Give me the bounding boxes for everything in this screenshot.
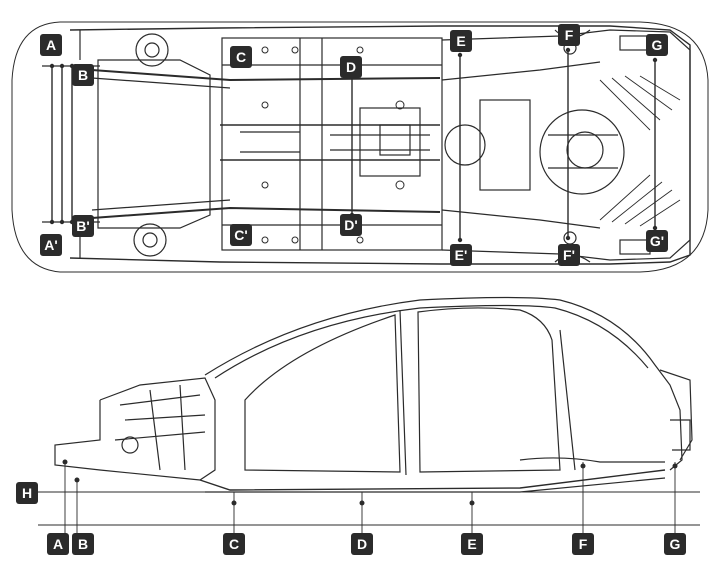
- label-d-prime: D': [340, 214, 362, 236]
- label-f: F: [558, 24, 580, 46]
- label-e: E: [450, 30, 472, 52]
- label-e-prime: E': [450, 244, 472, 266]
- label-b-prime: B': [72, 215, 94, 237]
- side-label-b: B: [72, 533, 94, 555]
- label-h: H: [16, 482, 38, 504]
- label-c-prime: C': [230, 224, 252, 246]
- label-a-prime: A': [40, 234, 62, 256]
- side-label-e: E: [461, 533, 483, 555]
- side-label-c: C: [223, 533, 245, 555]
- side-label-a: A: [47, 533, 69, 555]
- side-label-g: G: [664, 533, 686, 555]
- label-d: D: [340, 56, 362, 78]
- label-b: B: [72, 64, 94, 86]
- label-g-prime: G': [646, 230, 668, 252]
- side-label-f: F: [572, 533, 594, 555]
- label-g: G: [646, 34, 668, 56]
- label-c: C: [230, 46, 252, 68]
- label-f-prime: F': [558, 244, 580, 266]
- side-label-d: D: [351, 533, 373, 555]
- label-a: A: [40, 34, 62, 56]
